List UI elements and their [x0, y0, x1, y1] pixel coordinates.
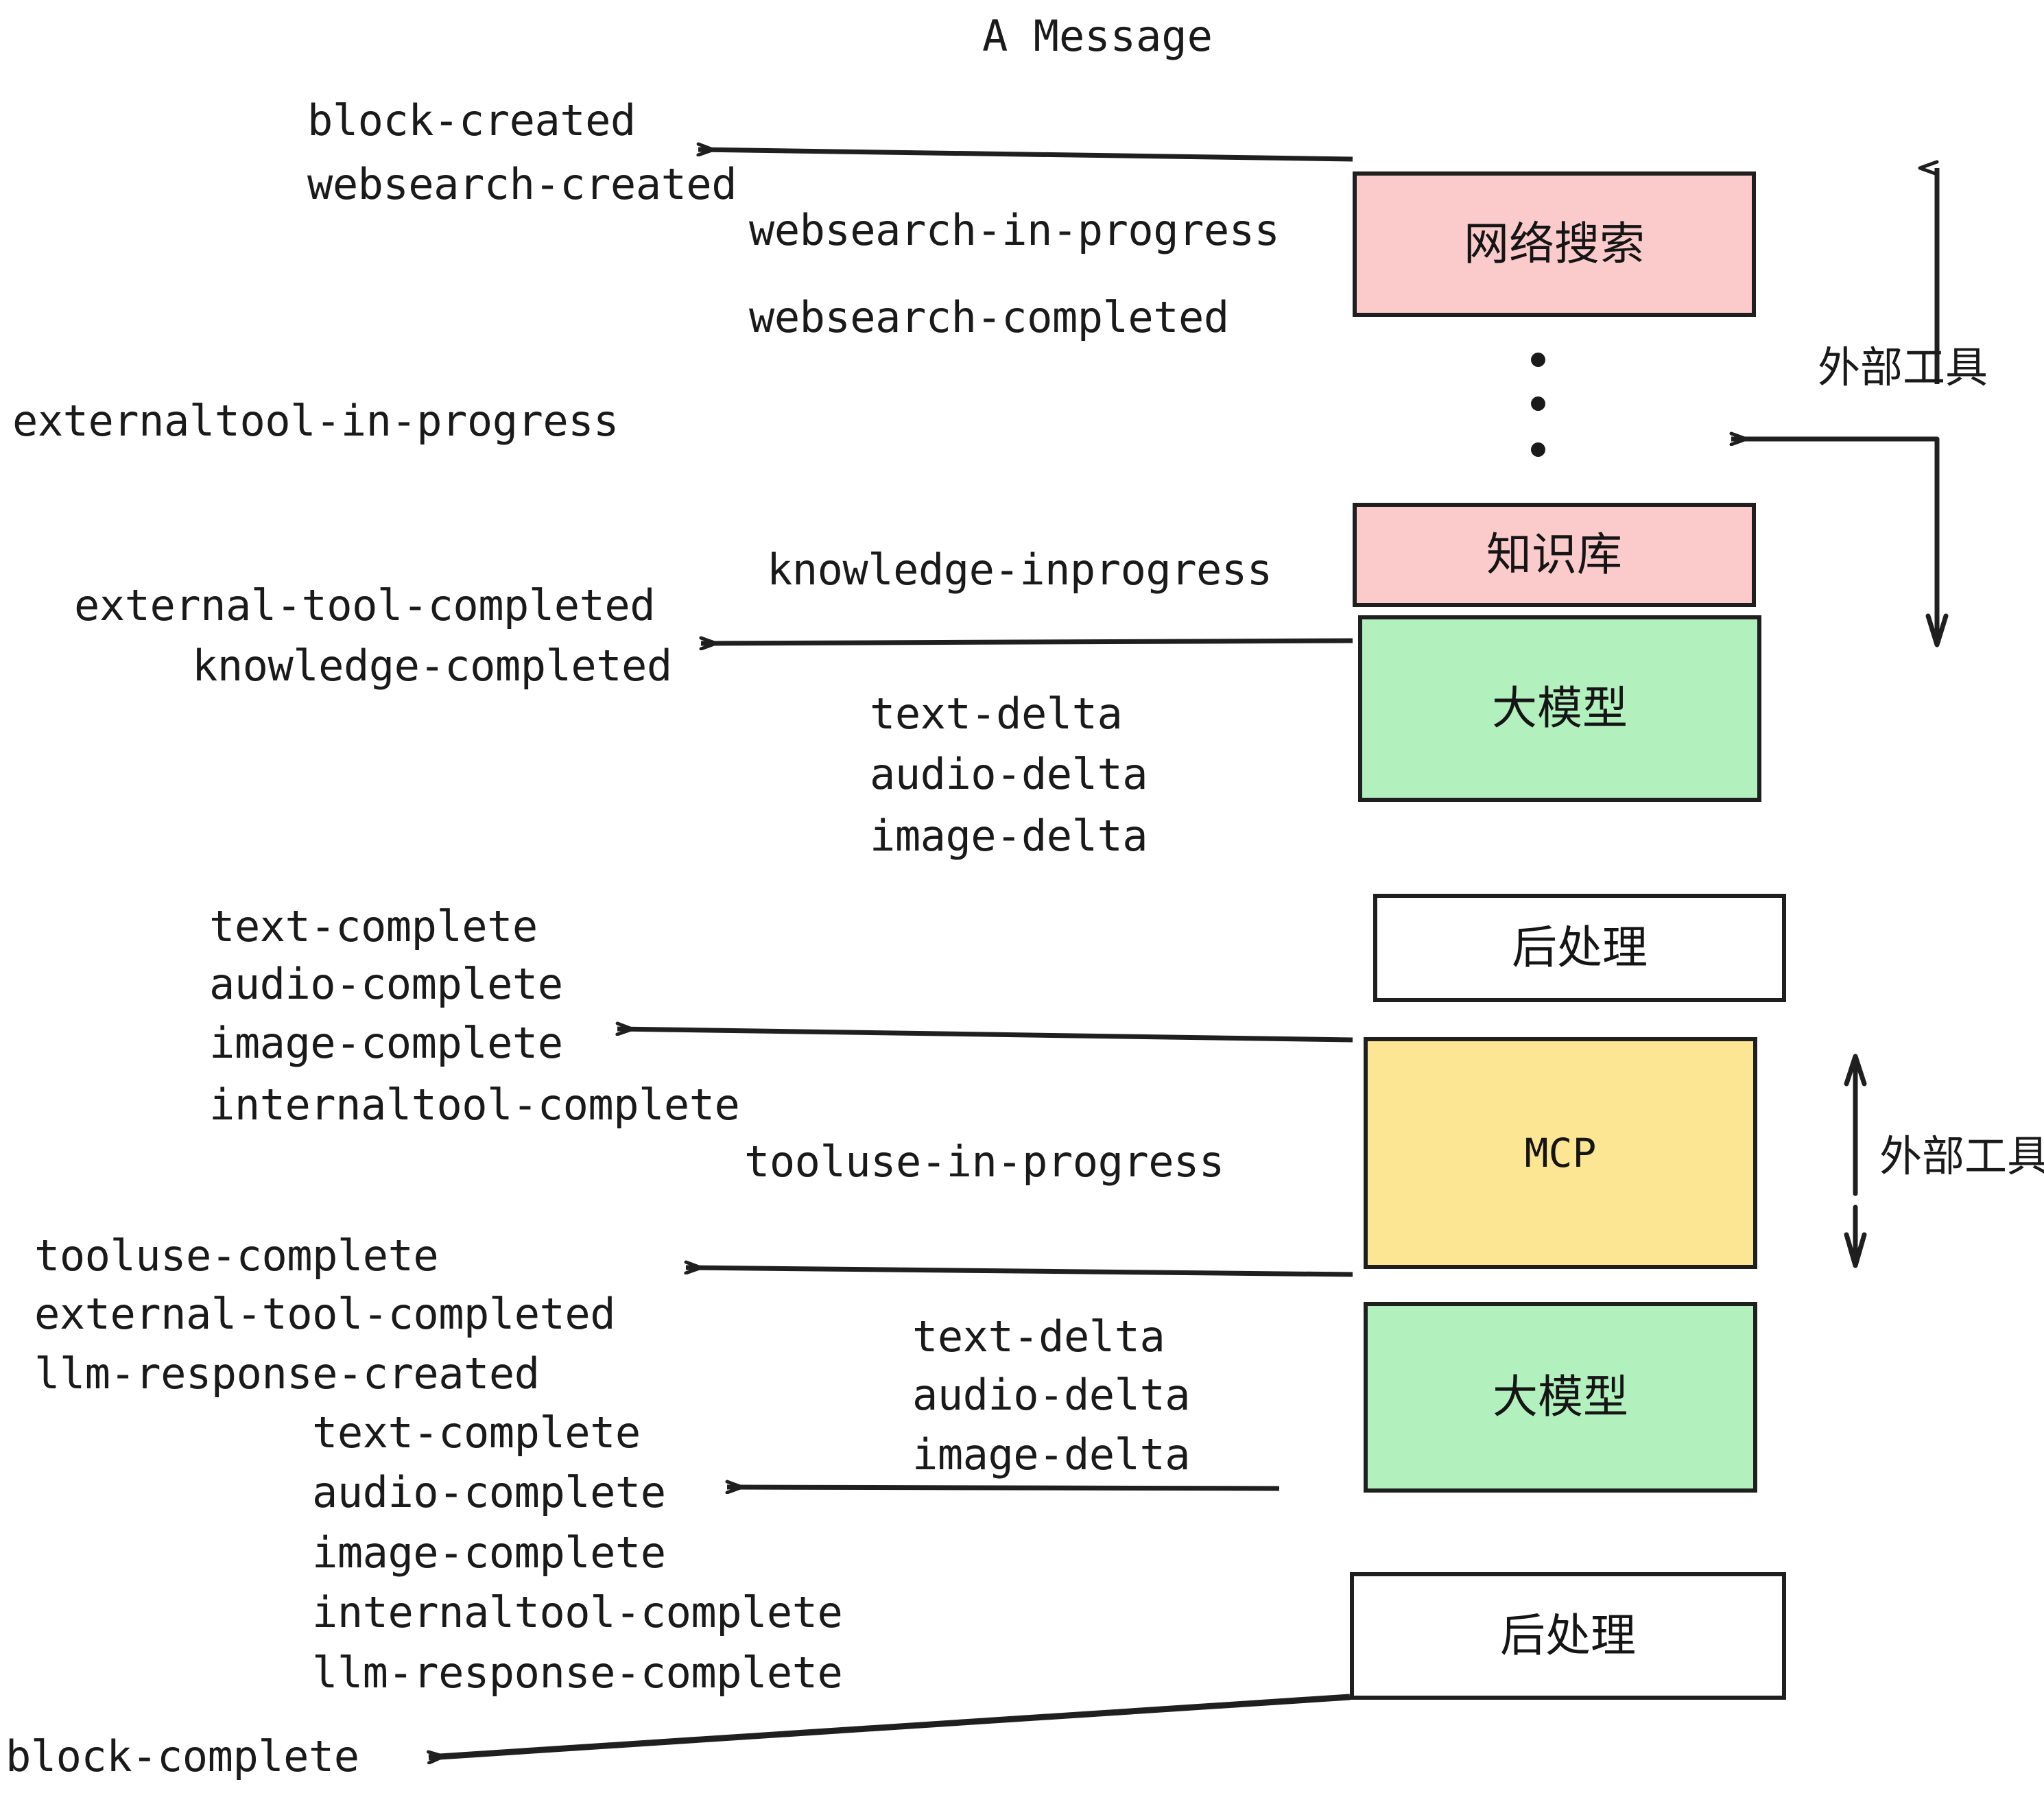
event-image-delta-2: image-delta — [912, 1429, 1191, 1480]
event-external-tool-completed-1: external-tool-completed — [74, 580, 656, 630]
event-audio-delta-2: audio-delta — [912, 1370, 1191, 1420]
node-llm-1-label: 大模型 — [1492, 682, 1628, 735]
arrow-postprocess-to-block-complete — [429, 1694, 1351, 1757]
event-websearch-completed: websearch-completed — [749, 292, 1229, 342]
event-tooluse-in-progress: tooluse-in-progress — [744, 1137, 1224, 1187]
arrow-mcp-to-tooluse-complete — [686, 1268, 1353, 1277]
node-websearch-label: 网络搜索 — [1464, 217, 1645, 270]
arrow-llm-to-audio-complete — [727, 1487, 1280, 1488]
event-image-complete-1: image-complete — [209, 1018, 563, 1068]
event-block-complete: block-complete — [5, 1731, 359, 1781]
arrow-knowledge-to-knowledge-completed — [701, 641, 1353, 643]
node-postprocess-2[interactable]: 后处理 — [1350, 1572, 1786, 1700]
event-text-complete-1: text-complete — [209, 901, 538, 951]
event-text-complete-2: text-complete — [312, 1408, 641, 1458]
node-postprocess-1[interactable]: 后处理 — [1373, 894, 1786, 1002]
event-internaltool-complete-1: internaltool-complete — [209, 1080, 740, 1130]
event-knowledge-inprogress: knowledge-inprogress — [767, 545, 1272, 595]
node-websearch[interactable]: 网络搜索 — [1353, 171, 1756, 317]
external-tool-span-bottom-up — [1844, 1054, 1867, 1196]
arrow-websearch-to-block-created — [698, 150, 1353, 162]
diagram-title: A Message — [982, 11, 1213, 61]
vertical-ellipsis-dot-3 — [1531, 442, 1545, 457]
node-knowledge[interactable]: 知识库 — [1353, 503, 1756, 607]
event-block-created: block-created — [307, 95, 636, 145]
event-external-tool-completed-2: external-tool-completed — [34, 1289, 616, 1339]
node-postprocess-2-label: 后处理 — [1500, 1609, 1636, 1662]
event-knowledge-completed: knowledge-completed — [192, 641, 672, 691]
event-audio-complete-2: audio-complete — [312, 1467, 666, 1517]
event-websearch-created: websearch-created — [307, 159, 737, 209]
event-audio-delta-1: audio-delta — [870, 749, 1148, 799]
event-llm-response-complete: llm-response-complete — [312, 1648, 843, 1698]
node-postprocess-1-label: 后处理 — [1512, 921, 1648, 974]
event-internaltool-complete-2: internaltool-complete — [312, 1587, 843, 1637]
event-websearch-in-progress: websearch-in-progress — [749, 205, 1280, 255]
external-tool-span-bottom-down — [1844, 1204, 1867, 1268]
node-knowledge-label: 知识库 — [1486, 528, 1622, 581]
arrow-postprocess-to-image-complete — [617, 1029, 1353, 1043]
label-external-tool-top: 外部工具 — [1818, 342, 1988, 392]
node-llm-2[interactable]: 大模型 — [1364, 1302, 1757, 1493]
event-image-delta-1: image-delta — [870, 811, 1148, 861]
node-llm-1[interactable]: 大模型 — [1358, 615, 1761, 802]
external-tool-span-top-down-arrow — [1925, 436, 1949, 648]
event-image-complete-2: image-complete — [312, 1528, 666, 1578]
vertical-ellipsis-dot-1 — [1531, 353, 1545, 367]
event-tooluse-complete: tooluse-complete — [34, 1231, 439, 1281]
vertical-ellipsis-dot-2 — [1531, 396, 1545, 411]
node-llm-2-label: 大模型 — [1493, 1370, 1628, 1423]
node-mcp-label: MCP — [1524, 1130, 1597, 1176]
event-externaltool-in-progress: externaltool-in-progress — [12, 396, 619, 446]
event-text-delta-1: text-delta — [870, 689, 1123, 739]
event-audio-complete-1: audio-complete — [209, 959, 563, 1009]
label-external-tool-bottom: 外部工具 — [1879, 1131, 2044, 1181]
event-text-delta-2: text-delta — [912, 1312, 1165, 1362]
event-llm-response-created: llm-response-created — [34, 1349, 540, 1399]
node-mcp[interactable]: MCP — [1364, 1037, 1757, 1269]
